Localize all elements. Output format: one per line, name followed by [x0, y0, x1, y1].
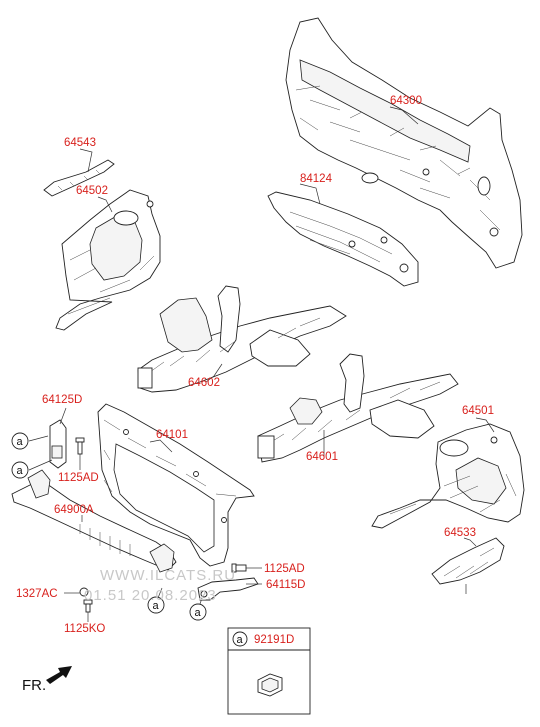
part-64501-wheel-house-right — [371, 423, 525, 529]
svg-text:a: a — [17, 436, 24, 448]
front-arrow-icon — [46, 666, 72, 684]
svg-text:a: a — [195, 607, 202, 619]
leader-callout-a2 — [28, 459, 53, 471]
leader-64501 — [475, 417, 495, 433]
label-64900A: 64900A — [54, 504, 94, 516]
label-64115D: 64115D — [266, 579, 305, 591]
watermark-line2: 01.51 20.08.2023 — [84, 587, 217, 604]
leader-64533 — [463, 537, 477, 547]
leader-64602 — [205, 363, 223, 383]
part-64543-bracket — [43, 159, 115, 197]
callout-a-1: a — [11, 432, 29, 450]
clip-92191D — [257, 673, 283, 697]
leader-callout-a3 — [157, 587, 163, 599]
leader-64300 — [389, 106, 419, 125]
part-64115D-latch-bracket — [197, 577, 259, 601]
leader-64125D — [59, 407, 67, 425]
part-64601-side-member-right — [257, 353, 459, 463]
svg-text:a: a — [153, 600, 160, 612]
label-64543: 64543 — [64, 137, 96, 149]
callout-a-2: a — [11, 461, 29, 479]
detail-box-92191D: a 92191D — [227, 627, 311, 715]
label-1125AD-right: 1125AD — [264, 563, 305, 575]
label-64501: 64501 — [462, 405, 494, 417]
label-64101: 64101 — [156, 429, 188, 441]
leader-84124 — [299, 183, 321, 205]
part-64900A-bumper-beam — [11, 469, 177, 573]
part-64125D-bracket — [49, 419, 67, 469]
label-64601: 64601 — [306, 451, 338, 463]
label-64300: 64300 — [390, 95, 422, 107]
leader-callout-a4 — [199, 597, 203, 605]
part-64502-wheel-house-left — [55, 189, 161, 331]
label-1327AC: 1327AC — [16, 588, 58, 600]
label-92191D: 92191D — [254, 634, 294, 646]
label-64533: 64533 — [444, 527, 476, 539]
label-64125D: 64125D — [42, 394, 82, 406]
leader-64101 — [149, 439, 173, 453]
nut-1327AC — [79, 587, 89, 597]
label-1125AD-left: 1125AD — [58, 472, 99, 484]
part-64602-side-member-left — [137, 285, 347, 393]
label-64602: 64602 — [188, 377, 220, 389]
part-64300-dash-panel — [285, 17, 523, 269]
callout-a-4: a — [189, 603, 207, 621]
leader-64543 — [79, 148, 93, 173]
leader-64502 — [97, 196, 113, 213]
callout-a-3: a — [147, 596, 165, 614]
label-64502: 64502 — [76, 185, 108, 197]
front-marker: FR. — [22, 677, 46, 694]
part-84124-insulator — [267, 191, 419, 287]
part-64101-radiator-support — [97, 403, 255, 567]
leader-callout-a1 — [28, 435, 49, 442]
watermark-line1: WWW.ILCATS.RU — [100, 567, 236, 584]
detail-box-callout: a — [237, 634, 244, 646]
part-64533-bracket — [431, 537, 505, 594]
svg-text:a: a — [17, 465, 24, 477]
label-84124: 84124 — [300, 173, 333, 185]
bolt-1125AD-left — [75, 437, 85, 455]
label-1125KO: 1125KO — [64, 623, 105, 635]
